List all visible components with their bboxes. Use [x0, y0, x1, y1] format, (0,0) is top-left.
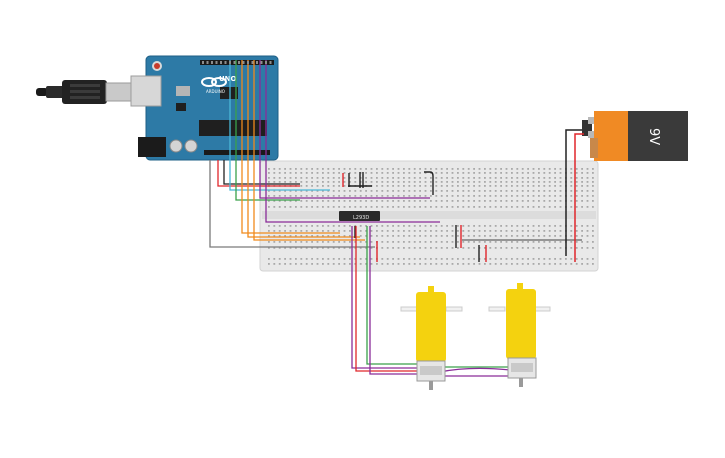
- battery-wires: [565, 129, 584, 262]
- motor-wires: [351, 226, 512, 377]
- digital-header: [200, 60, 274, 65]
- breadboard-holes: [268, 168, 594, 265]
- arduino-uno-board[interactable]: ARDUINO UNO: [130, 55, 279, 161]
- usb-cable[interactable]: [36, 80, 133, 104]
- arduino-pins: [202, 61, 272, 64]
- jumper-wires: [342, 171, 582, 262]
- breadboard[interactable]: [259, 160, 599, 272]
- battery-9v[interactable]: 9V: [582, 111, 688, 161]
- motor-right[interactable]: [488, 283, 551, 387]
- arduino-model: UNO: [219, 75, 237, 83]
- battery-label: 9V: [646, 128, 661, 145]
- arduino-wires: [209, 60, 440, 248]
- l293d-chip[interactable]: L293D: [339, 211, 380, 221]
- arduino-brand: ARDUINO: [206, 89, 225, 94]
- motor-left[interactable]: [400, 286, 463, 390]
- power-analog-header: [204, 150, 270, 155]
- chip-label: L293D: [353, 215, 369, 221]
